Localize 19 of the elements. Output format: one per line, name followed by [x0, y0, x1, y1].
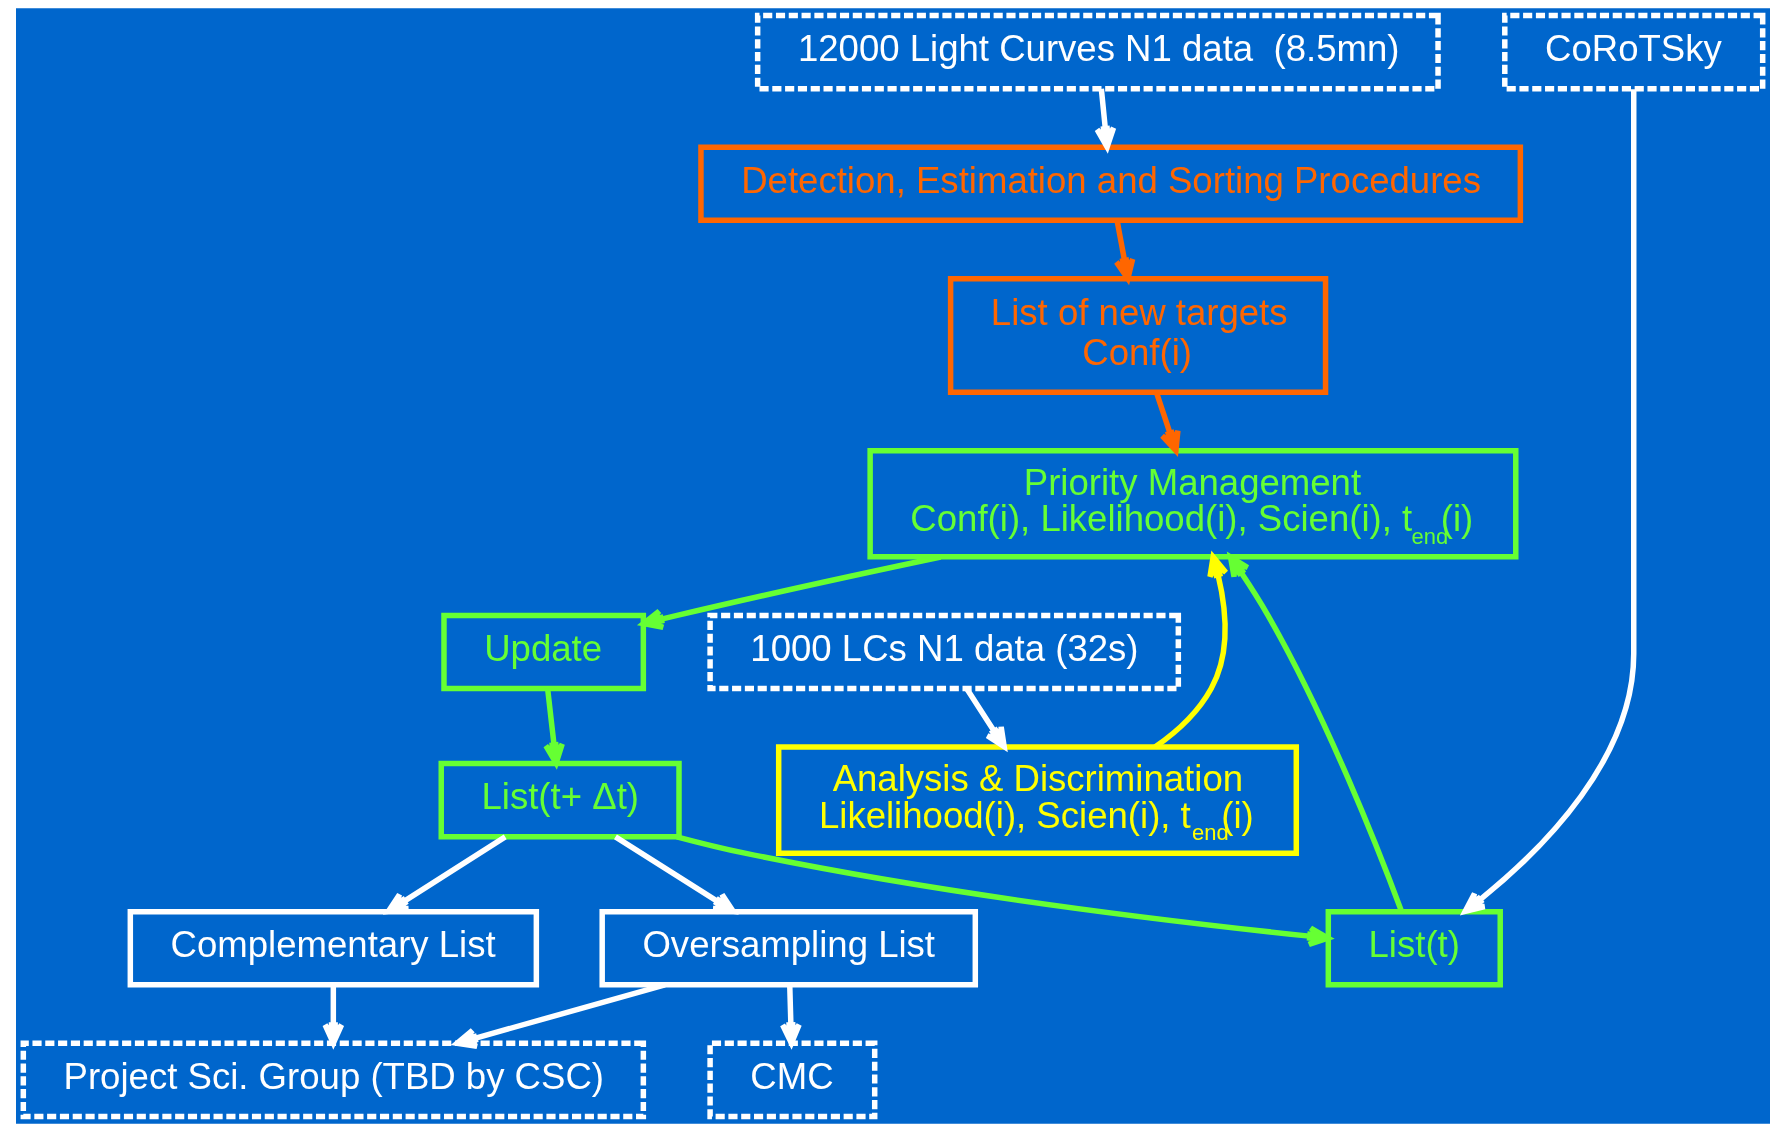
node-box: Project Sci. Group (TBD by CSC) [20, 1040, 647, 1120]
node-box: 1000 LCs N1 data (32s) [707, 612, 1182, 692]
node-box: Detection, Estimation and Sorting Procedures [698, 144, 1524, 224]
arrow [964, 687, 1007, 750]
node-box: Update [441, 612, 647, 692]
arrow [614, 834, 736, 915]
node-box: 12000 Light Curves N1 data (8.5mn) [754, 12, 1441, 92]
arrow [1154, 392, 1181, 454]
node-box: CMC [707, 1040, 878, 1120]
arrow [1462, 89, 1637, 915]
node-box: Oversampling List [599, 908, 979, 988]
node-box: List(t) [1325, 908, 1503, 988]
arrow [385, 834, 507, 915]
node-box: CoRoTSky [1502, 12, 1766, 92]
node-box: Complementary List [127, 908, 540, 988]
node-box: List(t+ Δt) [438, 760, 682, 840]
node-box: List of new targets Conf(i) [947, 276, 1329, 395]
arrow [640, 554, 942, 630]
arrow [454, 982, 666, 1049]
